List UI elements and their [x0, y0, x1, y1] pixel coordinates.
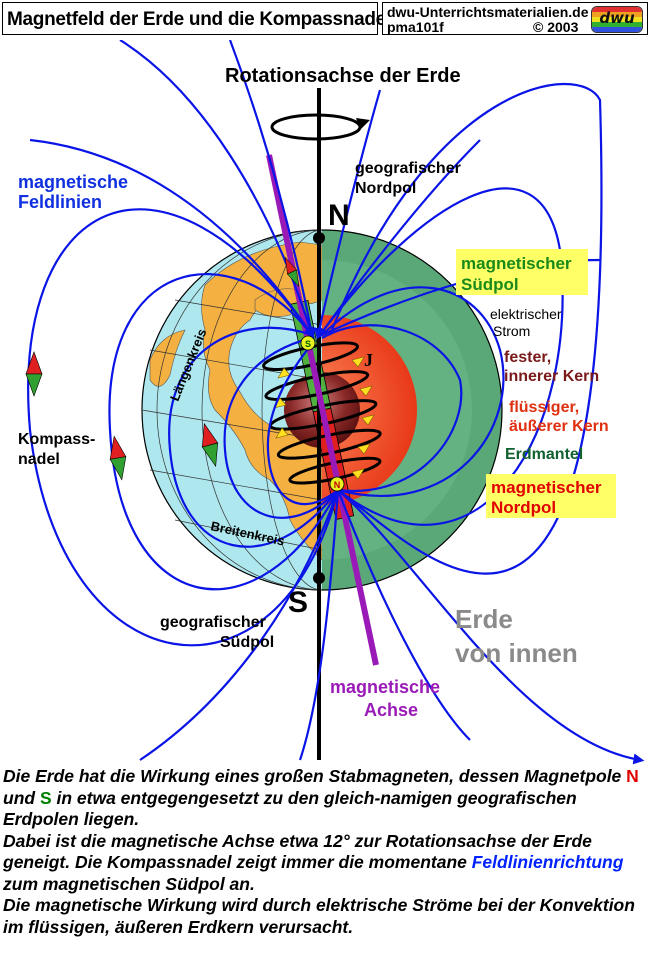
caption-paragraph-3: Die magnetische Wirkung wird durch elekt…	[3, 895, 635, 937]
outer-core-label-2: äußerer Kern	[509, 418, 609, 435]
caption-n: N	[626, 766, 639, 786]
south-letter: S	[288, 586, 308, 619]
mag-south-label-2: Südpol	[461, 275, 519, 294]
outer-core-label-1: flüssiger,	[509, 399, 579, 416]
inside-label-1: Erde	[455, 604, 513, 634]
rotation-arrow	[270, 113, 362, 141]
current-j-label: J	[364, 350, 373, 370]
dwu-logo: dwu	[591, 6, 643, 33]
caption-field-direction: Feldlinienrichtung	[471, 852, 624, 872]
magnetic-axis	[266, 154, 379, 666]
magnet-s-label: S	[305, 339, 311, 349]
magnet-n-label: N	[334, 480, 341, 490]
copyright: © 2003	[533, 19, 579, 35]
current-label-1: elektrischer	[490, 306, 562, 322]
compass-label-2: nadel	[18, 451, 60, 468]
caption-p2-b: zum magnetischen Südpol an.	[3, 873, 255, 894]
geo-north-label-1: geografischer	[355, 160, 461, 177]
earth-magnetic-field-diagram: S N Rotationsachse der Erde magnetische …	[18, 40, 645, 765]
caption-s: S	[39, 787, 52, 808]
inner-core-label-1: fester,	[504, 349, 551, 366]
caption-text: Die Erde hat die Wirkung eines großen St…	[3, 766, 649, 938]
geo-south-label-1: geografischer	[160, 614, 266, 631]
mag-south-label-1: magnetischer	[461, 254, 572, 273]
mag-north-label-2: Nordpol	[491, 498, 556, 517]
geo-south-label-2: Südpol	[220, 634, 274, 651]
inside-label-2: von innen	[455, 638, 578, 668]
caption-p1-mid: und	[3, 787, 40, 808]
field-lines-label-1: magnetische	[18, 172, 128, 192]
header-bar: Magnetfeld der Erde und die Kompassnadel…	[0, 0, 650, 40]
source-site: dwu-Unterrichtsmaterialien.de	[387, 4, 589, 20]
sheet-code: pma101f	[387, 19, 444, 35]
caption-paragraph-2: Dabei ist die magnetische Achse etwa 12°…	[3, 831, 649, 896]
current-arrows	[273, 356, 375, 480]
source-box: dwu-Unterrichtsmaterialien.de pma101f © …	[382, 2, 648, 35]
field-lines	[27, 40, 645, 765]
mag-north-label-1: magnetischer	[491, 478, 602, 497]
north-letter: N	[328, 199, 350, 232]
caption-paragraph-1: Die Erde hat die Wirkung eines großen St…	[3, 766, 649, 831]
compass-needle-4	[284, 256, 300, 288]
compass-needle-2	[109, 435, 127, 481]
rotation-axis-label: Rotationsachse der Erde	[225, 65, 461, 87]
mag-axis-label-1: magnetische	[330, 677, 440, 697]
inner-core-label-2: innerer Kern	[504, 368, 599, 385]
caption-p1-b: in etwa entgegengesetzt zu den gleich-na…	[3, 787, 577, 830]
compass-needle-1	[25, 351, 43, 397]
mantle-label: Erdmantel	[505, 446, 583, 463]
mag-axis-label-2: Achse	[364, 700, 418, 720]
logo-text: dwu	[599, 9, 635, 27]
caption-p2-a: Dabei ist die magnetische Achse etwa 12°…	[3, 830, 592, 873]
current-label-2: Strom	[493, 323, 530, 339]
page-title: Magnetfeld der Erde und die Kompassnadel…	[2, 2, 397, 35]
geo-north-label-2: Nordpol	[355, 180, 416, 197]
compass-needle-3	[201, 422, 219, 468]
caption-p1-a: Die Erde hat die Wirkung eines großen St…	[3, 766, 627, 786]
field-lines-label-2: Feldlinien	[18, 192, 102, 212]
compass-label-1: Kompass-	[18, 431, 95, 448]
